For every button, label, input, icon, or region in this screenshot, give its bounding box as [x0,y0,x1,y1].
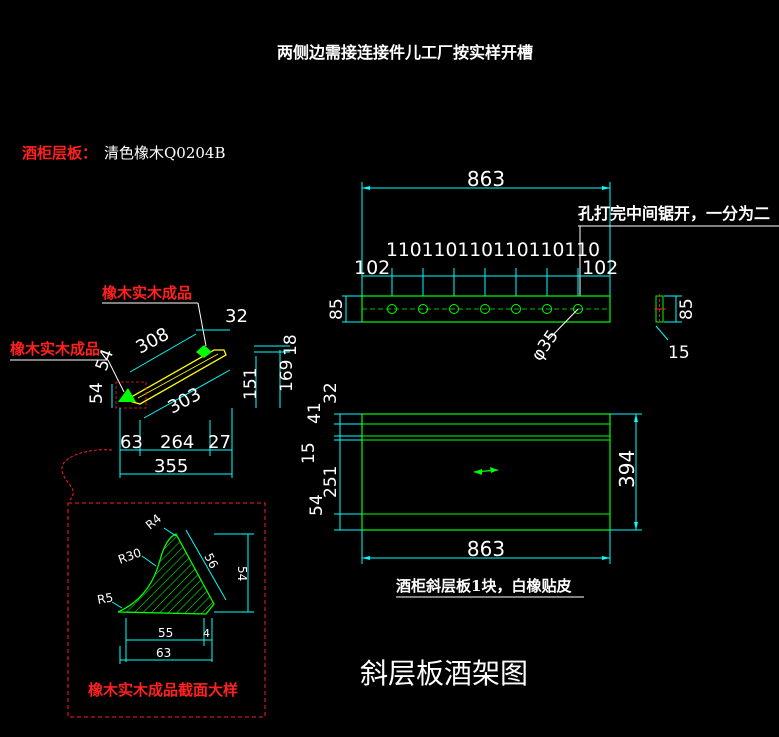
dim-hole-edge-right: 102 [582,257,618,279]
dim-hole-diameter: φ35 [528,326,563,364]
label-solid-oak-upper: 橡木实木成品 [102,284,192,302]
panel-caption: 酒柜斜层板1块，白橡贴皮 [396,577,571,595]
dim-section-27: 27 [208,432,231,453]
dim-detail-r30: R30 [116,546,143,567]
dim-section-169: 169 [277,360,297,392]
dim-detail-r4: R4 [143,511,164,532]
dim-hole-spacing: 110110110110110110 [386,239,600,261]
dim-detail-54: 54 [235,566,249,581]
detail-frame [67,502,266,718]
dim-plan-54: 54 [307,494,327,516]
dim-top-863: 863 [467,167,505,191]
bottom-oak-piece [118,388,136,402]
dim-bar-side-height: 85 [677,298,697,320]
main-caption: 斜层板酒架图 [360,657,528,690]
dim-section-63: 63 [120,432,143,453]
slanted-board [124,349,227,405]
dim-section-264: 264 [160,432,194,453]
dim-section-303: 303 [164,384,204,419]
dim-plan-394: 394 [615,450,639,488]
material-label: 酒柜层板： [22,144,97,162]
split-note: 孔打完中间锯开，一分为二 [578,204,770,223]
section-detail-view: R4 R30 R5 56 54 55 4 63 橡木实木成品截面大样 [67,502,266,718]
label-solid-oak-lower: 橡木实木成品 [10,340,100,358]
dim-section-355: 355 [154,456,188,477]
panel-outline [361,413,611,531]
material-value: 清色橡木Q0204B [104,144,226,162]
dim-section-18: 18 [281,334,301,356]
dim-plan-41: 41 [305,402,325,424]
section-view: 橡木实木成品 橡木实木成品 308 32 54 54 303 18 15 [10,284,301,501]
top-bar-view: 863 孔打完中间锯开，一分为二 102 110110110110110110 … [327,167,779,365]
drawing-title: 两侧边需接连接件儿工厂按实样开槽 [277,43,533,62]
panel-plan-view: 32 41 15 251 54 394 863 酒柜斜层板1块，白橡贴皮 [299,382,642,598]
dim-detail-r5: R5 [96,590,114,607]
dim-bar-thickness: 15 [668,343,690,363]
dim-detail-55: 55 [158,626,173,640]
oak-profile [117,533,215,615]
dim-detail-63: 63 [156,646,171,660]
dim-section-54: 54 [87,382,107,404]
dim-detail-56: 56 [201,551,221,571]
dim-bar-height: 85 [327,298,347,320]
detail-caption: 橡木实木成品截面大样 [88,681,238,699]
bar-holes [387,304,583,314]
dim-section-308: 308 [132,324,172,359]
dim-hole-edge-left: 102 [354,257,390,279]
dim-plan-32: 32 [321,382,341,404]
dim-plan-251: 251 [321,466,341,498]
dim-plan-15: 15 [299,442,319,464]
dim-detail-4: 4 [203,627,210,640]
dim-section-151: 151 [241,368,261,400]
dim-plan-863: 863 [467,537,505,561]
dim-section-32: 32 [225,306,248,327]
top-oak-piece [196,345,212,358]
